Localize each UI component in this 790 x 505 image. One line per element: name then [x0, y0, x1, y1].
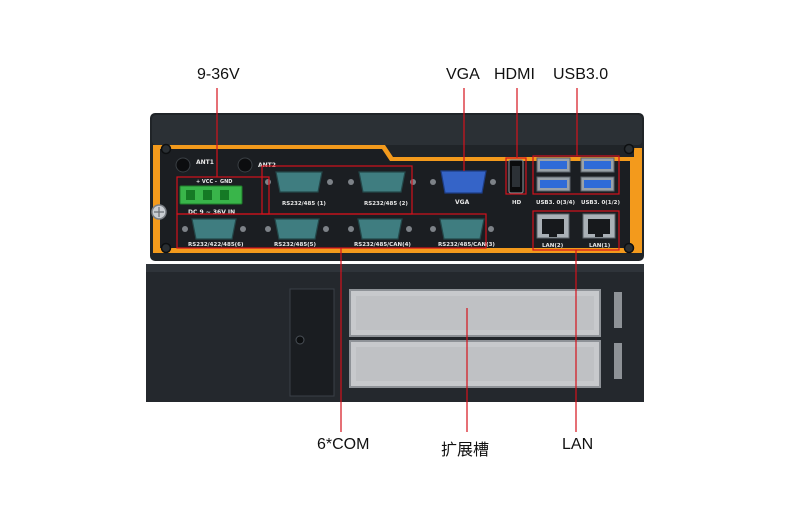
- callout-lan: LAN: [562, 436, 594, 453]
- com-port-5: RS232/485(5): [265, 218, 329, 248]
- annotation-boxes: [176, 155, 620, 251]
- usb-ports: USB3. 0(3/4) USB3. 0(1/2): [536, 157, 620, 206]
- callout-hdmi: HDMI: [494, 66, 535, 83]
- hdmi-port-label: HD: [512, 200, 522, 206]
- vcc-label: + VCC -: [196, 179, 217, 185]
- callout-com: 6*COM: [317, 436, 370, 453]
- expansion-chassis: [146, 264, 644, 402]
- com3-label: RS232/485/CAN(3): [438, 242, 495, 248]
- screw-icon: [160, 143, 172, 155]
- usb-highlight-box: [532, 155, 620, 195]
- ant1-label: ANT1: [196, 159, 214, 166]
- screw-icon: [623, 143, 635, 155]
- callout-expansion: 扩展槽: [441, 442, 490, 459]
- com-port-2: RS232/485 (2): [348, 171, 416, 207]
- slot-latch: [614, 292, 622, 328]
- com4-label: RS232/485/CAN(4): [354, 242, 411, 248]
- com-port-6: RS232/422/485(6): [182, 218, 246, 248]
- gnd-label: GND: [220, 179, 232, 185]
- vga-port: VGA: [430, 170, 496, 206]
- com6-label: RS232/422/485(6): [188, 242, 244, 248]
- leader-lines: [216, 88, 578, 432]
- hdmi-highlight-box: [505, 157, 527, 195]
- com-port-3: RS232/485/CAN(3): [430, 218, 495, 248]
- vga-port-label: VGA: [455, 199, 470, 206]
- callout-usb: USB3.0: [553, 66, 609, 83]
- screw-icon: [160, 242, 172, 254]
- screw-icon: [295, 335, 305, 345]
- usb-b-label: USB3. 0(1/2): [581, 200, 620, 206]
- com-port-1: RS232/485 (1): [265, 171, 333, 207]
- slot-latch: [614, 343, 622, 379]
- antenna-hole-icon: [237, 157, 253, 173]
- screw-icon: [623, 242, 635, 254]
- com1-label: RS232/485 (1): [282, 201, 326, 207]
- antenna-hole-icon: [175, 157, 191, 173]
- com2-label: RS232/485 (2): [364, 201, 408, 207]
- power-terminal: + VCC - GND DC 9 ~ 36V IN: [179, 179, 243, 216]
- usb-a-label: USB3. 0(3/4): [536, 200, 575, 206]
- hdmi-port: HD: [508, 159, 524, 206]
- lan1-label: LAN(1): [589, 243, 611, 249]
- com-lower-highlight-box: [176, 213, 487, 249]
- lan2-label: LAN(2): [542, 243, 564, 249]
- callout-power: 9-36V: [197, 66, 240, 83]
- com-port-4: RS232/485/CAN(4): [348, 218, 412, 248]
- callout-vga: VGA: [446, 66, 480, 83]
- lan-ports: LAN(2) LAN(1): [536, 213, 616, 249]
- dc-in-label: DC 9 ~ 36V IN: [188, 209, 235, 216]
- com5-label: RS232/485(5): [274, 242, 317, 248]
